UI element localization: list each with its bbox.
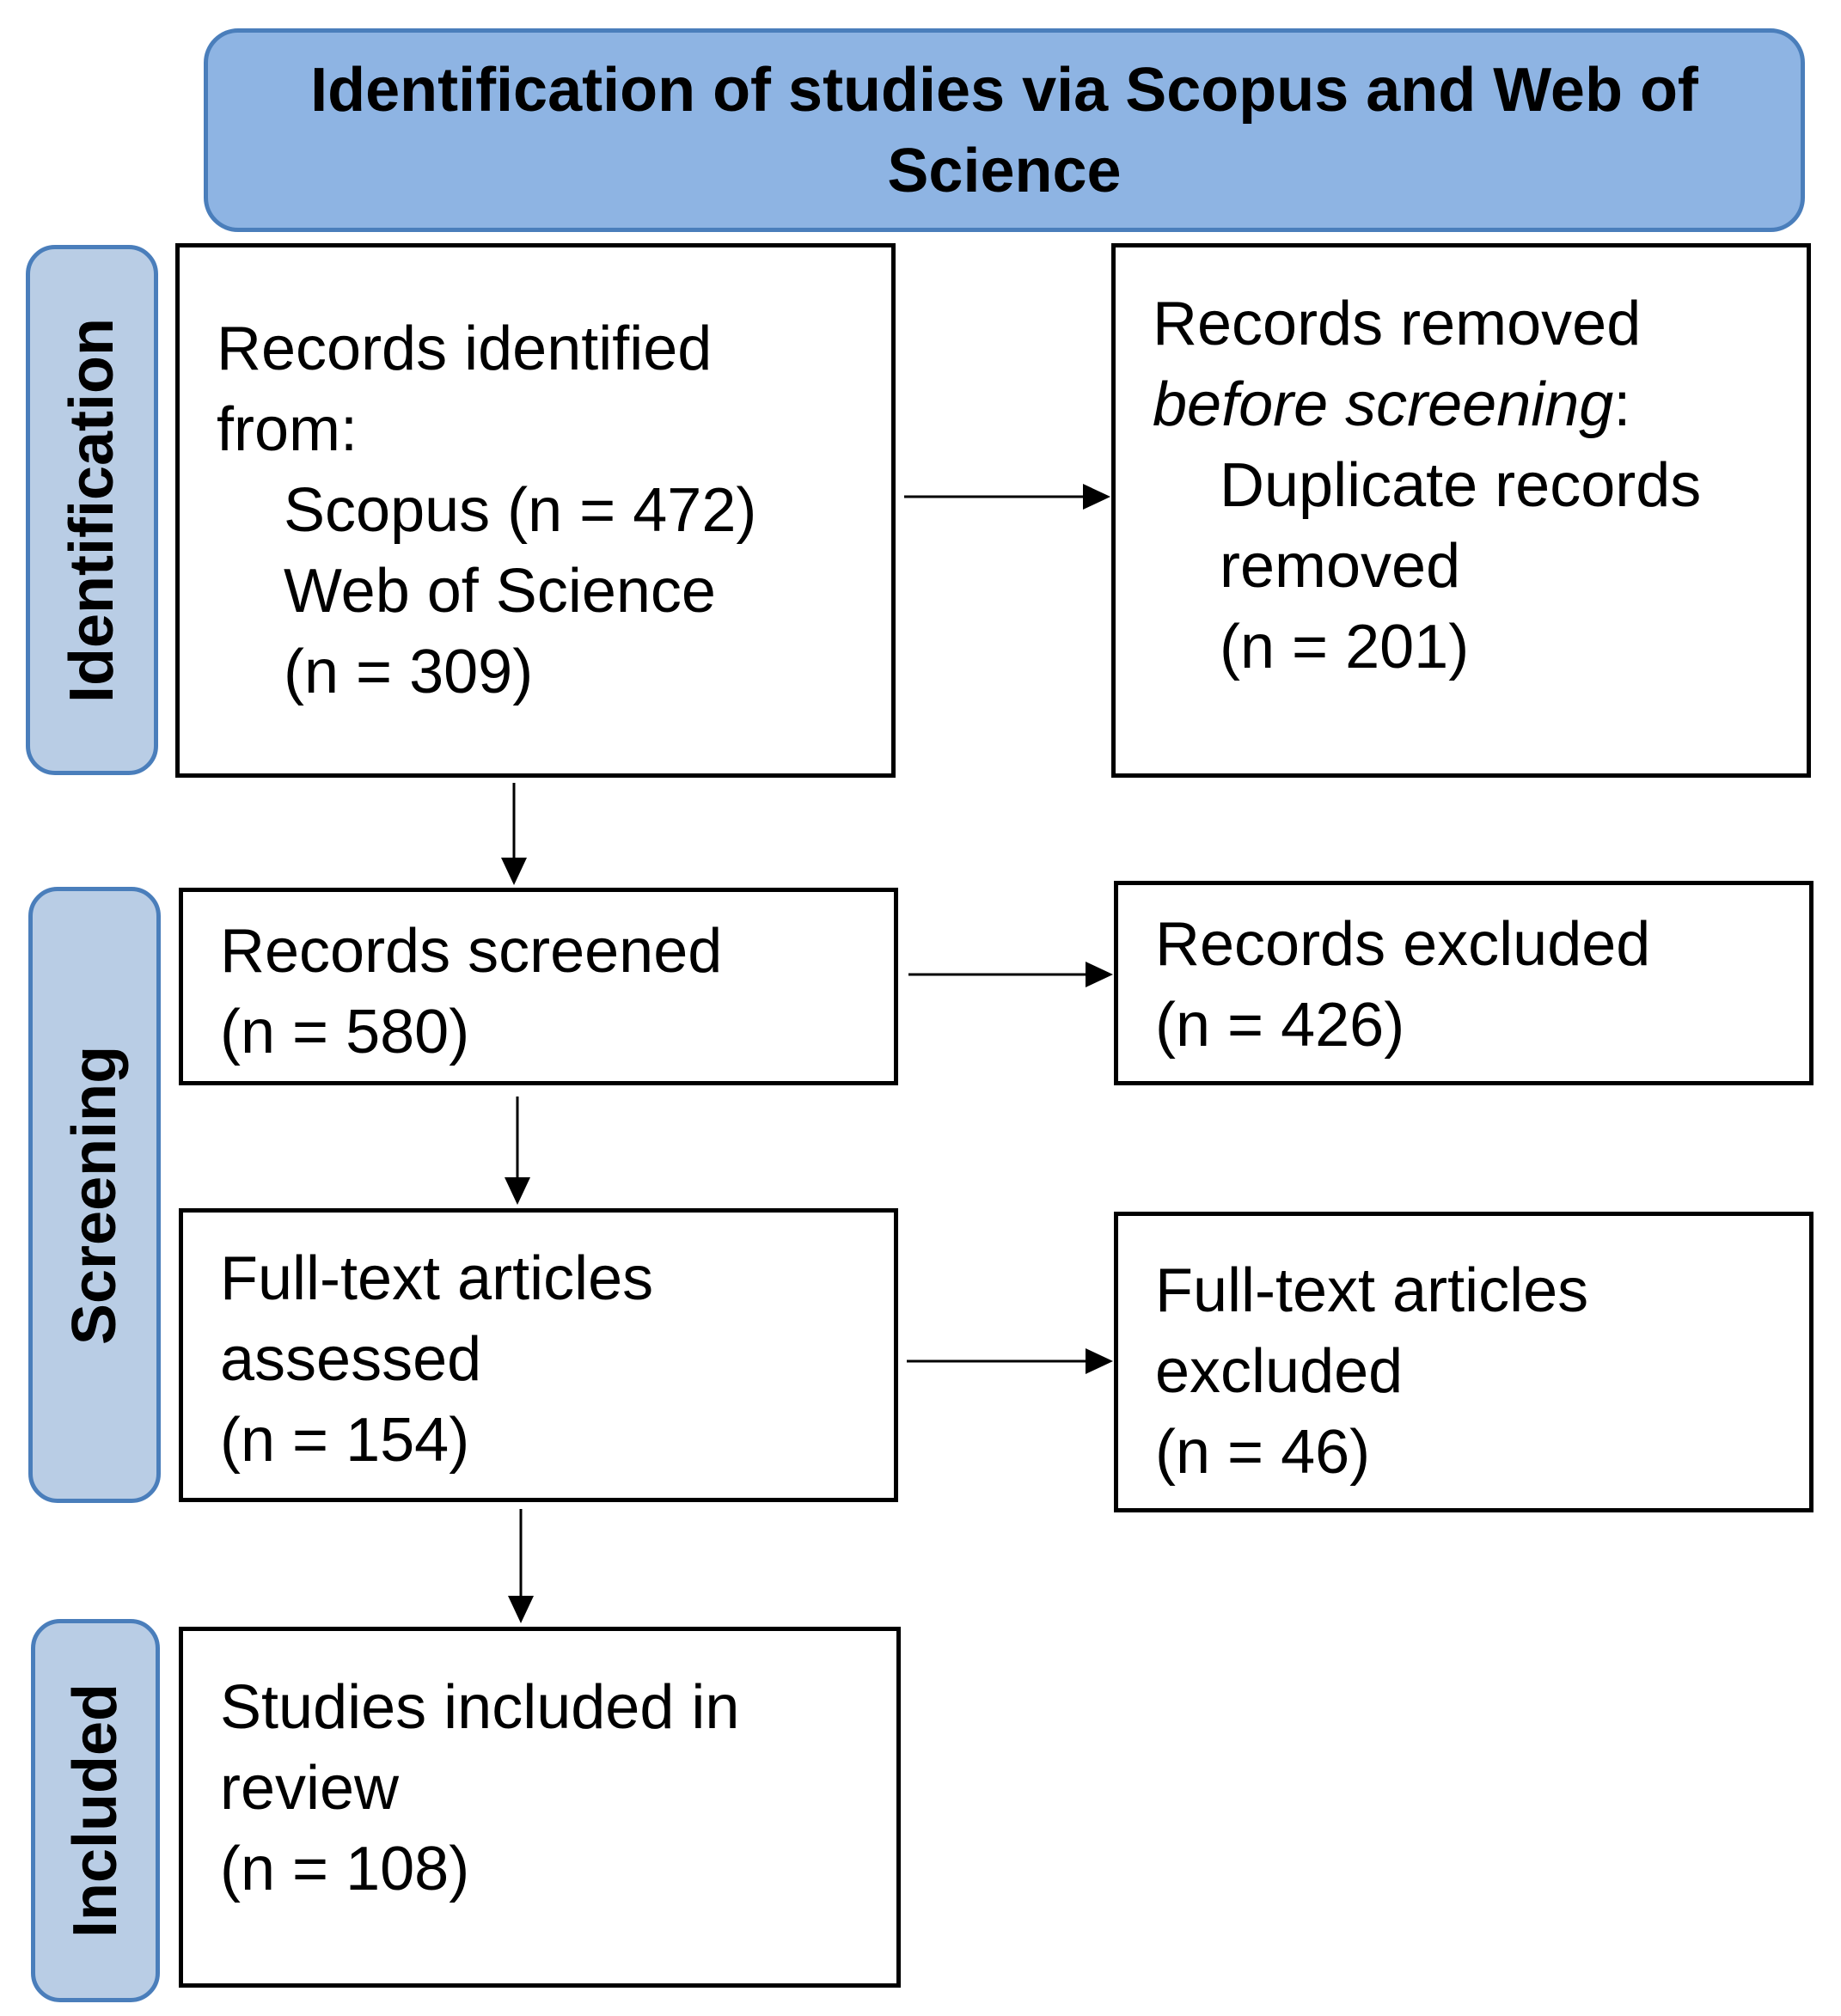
records-identified-title: Records identified	[217, 315, 713, 383]
records-screened-box: Records screened (n = 580)	[179, 888, 898, 1085]
diagram-title: Identification of studies via Scopus and…	[310, 55, 1698, 205]
scopus-count: Scopus (n = 472)	[284, 476, 757, 545]
arrow-fulltext-to-excluded	[907, 1348, 1113, 1374]
fulltext-assessed-title: Full-text articles	[220, 1244, 654, 1313]
arrow-identified-to-screened	[501, 783, 527, 885]
phase-screening: Screening	[28, 887, 161, 1503]
before-screening-colon: :	[1613, 370, 1631, 439]
web-of-science-count: (n = 309)	[284, 638, 534, 706]
records-excluded-box: Records excluded (n = 426)	[1114, 881, 1813, 1085]
phase-included: Included	[31, 1619, 160, 2002]
phase-identification: Identification	[26, 245, 158, 775]
duplicate-records-label: Duplicate records	[1220, 451, 1702, 520]
records-identified-from: from:	[217, 395, 358, 464]
records-removed-title: Records removed	[1153, 290, 1642, 358]
records-excluded-title: Records excluded	[1155, 910, 1651, 979]
diagram-header: Identification of studies via Scopus and…	[204, 28, 1805, 232]
records-identified-box: Records identified from: Scopus (n = 472…	[175, 243, 896, 778]
arrow-screened-to-fulltext	[505, 1097, 530, 1205]
duplicate-removed-label: removed	[1220, 532, 1461, 601]
fulltext-excluded-subtitle: excluded	[1155, 1337, 1404, 1406]
studies-included-count: (n = 108)	[220, 1835, 470, 1903]
arrow-screened-to-excluded	[908, 962, 1113, 987]
studies-included-box: Studies included in review (n = 108)	[179, 1627, 901, 1988]
before-screening-text: before screening	[1153, 370, 1614, 439]
web-of-science-label: Web of Science	[284, 557, 716, 626]
duplicate-removed-count: (n = 201)	[1220, 613, 1470, 681]
arrow-fulltext-to-included	[508, 1509, 534, 1623]
fulltext-assessed-count: (n = 154)	[220, 1406, 470, 1475]
records-excluded-count: (n = 426)	[1155, 991, 1405, 1060]
records-removed-subtitle: before screening:	[1153, 364, 1807, 445]
records-screened-title: Records screened	[220, 917, 723, 986]
fulltext-assessed-box: Full-text articles assessed (n = 154)	[179, 1208, 898, 1502]
fulltext-assessed-subtitle: assessed	[220, 1325, 482, 1394]
studies-included-subtitle: review	[220, 1754, 400, 1823]
fulltext-excluded-count: (n = 46)	[1155, 1418, 1371, 1487]
fulltext-excluded-box: Full-text articles excluded (n = 46)	[1114, 1212, 1813, 1512]
records-screened-count: (n = 580)	[220, 998, 470, 1066]
studies-included-title: Studies included in	[220, 1673, 740, 1742]
arrow-identified-to-removed	[904, 484, 1110, 510]
records-removed-box: Records removed before screening: Duplic…	[1111, 243, 1811, 778]
fulltext-excluded-title: Full-text articles	[1155, 1256, 1589, 1325]
